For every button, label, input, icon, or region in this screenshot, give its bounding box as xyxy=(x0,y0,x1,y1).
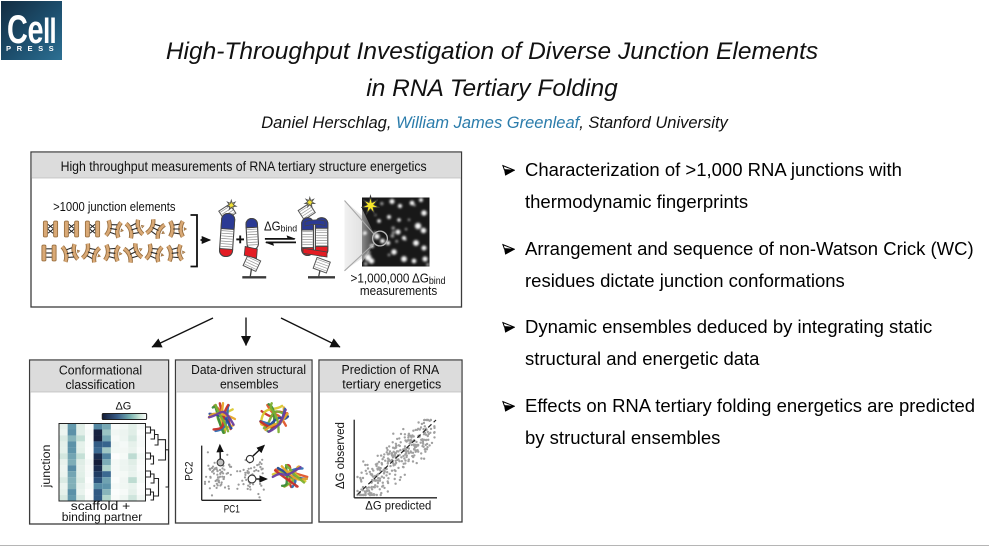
svg-text:ΔG predicted: ΔG predicted xyxy=(365,499,431,513)
svg-text:Data-driven structural: Data-driven structural xyxy=(191,362,306,377)
svg-text:High throughput measurements o: High throughput measurements of RNA tert… xyxy=(61,158,427,174)
svg-text:ΔG: ΔG xyxy=(115,401,131,413)
svg-text:tertiary energetics: tertiary energetics xyxy=(342,376,441,391)
svg-text:PC2: PC2 xyxy=(183,462,195,481)
svg-text:>1000 junction elements: >1000 junction elements xyxy=(53,199,176,214)
svg-text:ensembles: ensembles xyxy=(220,376,279,391)
svg-text:classification: classification xyxy=(66,377,136,392)
svg-text:PC1: PC1 xyxy=(224,504,240,516)
svg-text:measurements: measurements xyxy=(360,283,437,298)
svg-text:Prediction of RNA: Prediction of RNA xyxy=(342,362,440,377)
svg-text:ΔGbind: ΔGbind xyxy=(264,219,297,234)
svg-text:scaffold +: scaffold + xyxy=(71,499,130,513)
svg-text:junction: junction xyxy=(39,445,53,489)
svg-text:Conformational: Conformational xyxy=(59,362,142,377)
svg-text:>1,000,000 ΔGbind: >1,000,000 ΔGbind xyxy=(350,271,445,286)
svg-text:binding partner: binding partner xyxy=(62,510,143,524)
svg-text:ΔG observed: ΔG observed xyxy=(333,422,347,489)
